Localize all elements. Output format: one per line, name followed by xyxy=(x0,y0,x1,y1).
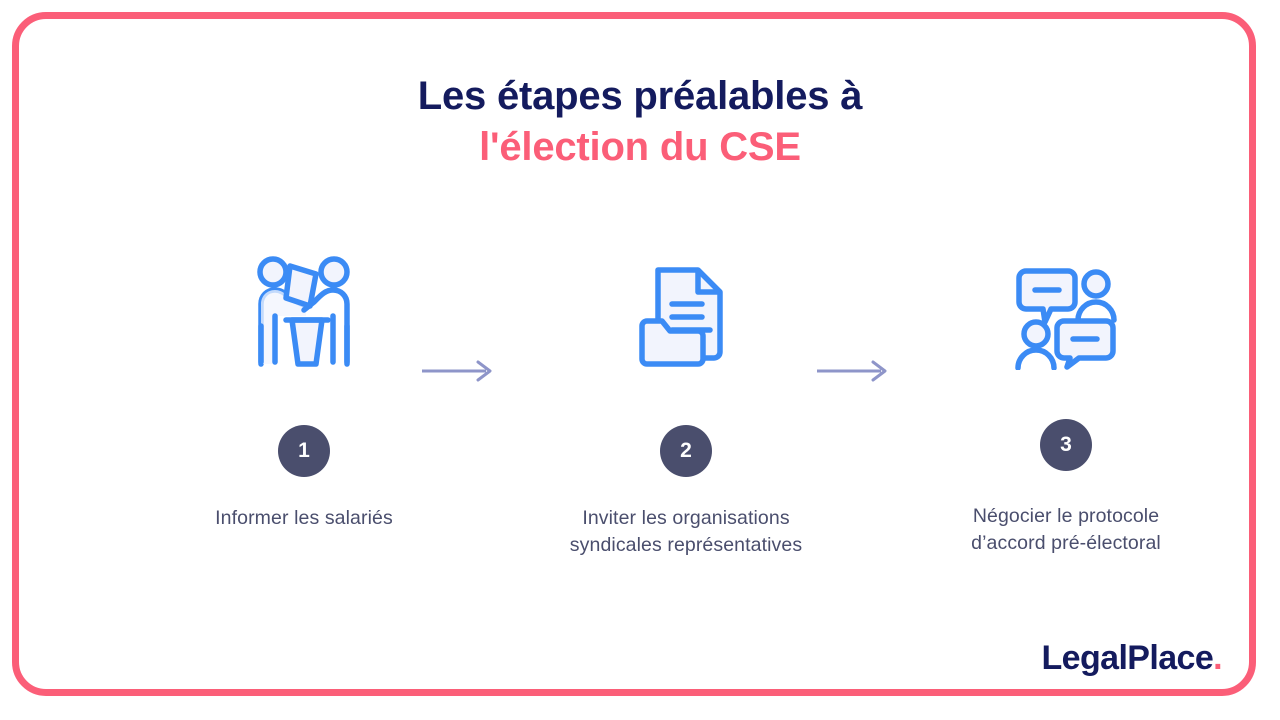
step-2: 2 Inviter les organisations syndicales r… xyxy=(516,238,856,559)
arrow-step1-to-step2-icon xyxy=(420,358,496,384)
step-3: 3 Négocier le protocole d’accord pré-éle… xyxy=(896,238,1236,557)
step-caption-line-1: Informer les salariés xyxy=(215,507,393,529)
legalplace-logo: LegalPlace. xyxy=(1041,639,1222,678)
step-caption: Négocier le protocole d’accord pré-élect… xyxy=(896,503,1236,557)
two-people-ballot-box-icon xyxy=(134,238,474,370)
arrow-step2-to-step3-icon xyxy=(815,358,891,384)
title-line-2: l'élection du CSE xyxy=(479,124,801,169)
step-number-badge: 3 xyxy=(1040,419,1092,471)
step-number-badge: 2 xyxy=(660,425,712,477)
logo-text: LegalPlace xyxy=(1041,639,1214,677)
step-caption: Informer les salariés xyxy=(134,505,474,532)
step-number-badge: 1 xyxy=(278,425,330,477)
step-caption-line-1: Inviter les organisations xyxy=(582,507,790,529)
step-1: 1 Informer les salariés xyxy=(134,238,474,532)
step-caption: Inviter les organisations syndicales rep… xyxy=(516,505,856,559)
logo-dot: . xyxy=(1213,639,1222,677)
page-title: Les étapes préalables à l'élection du CS… xyxy=(0,74,1280,170)
people-speech-bubbles-icon xyxy=(896,238,1236,370)
title-line-1: Les étapes préalables à xyxy=(417,74,863,118)
step-caption-line-2: d’accord pré-électoral xyxy=(971,531,1161,554)
step-caption-line-1: Négocier le protocole xyxy=(972,505,1160,527)
document-folder-icon xyxy=(516,238,856,370)
steps-row: 1 Informer les salariés 2 xyxy=(40,238,1240,578)
step-caption-line-2: syndicales représentatives xyxy=(569,533,803,556)
